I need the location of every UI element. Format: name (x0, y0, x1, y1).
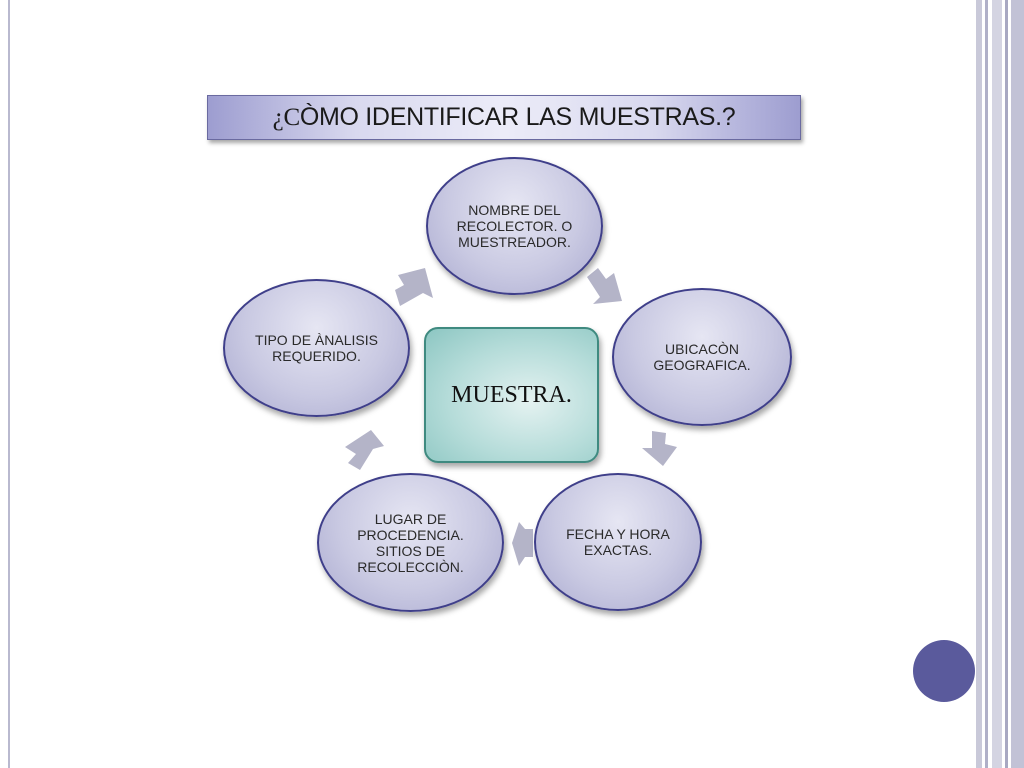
node-tipo-analisis: TIPO DE ÀNALISIS REQUERIDO. (223, 279, 410, 417)
stripe (985, 0, 988, 768)
title-banner: ¿CÒMO IDENTIFICAR LAS MUESTRAS.? (207, 95, 801, 140)
node-label: TIPO DE ÀNALISIS REQUERIDO. (255, 332, 378, 364)
arrow-top-to-right (587, 268, 622, 304)
decorative-circle (913, 640, 975, 702)
arrow-bottom-left-to-left (345, 430, 384, 470)
stripe (1011, 0, 1024, 768)
stripe (992, 0, 1002, 768)
right-decorative-stripes (976, 0, 1024, 768)
node-recolector: NOMBRE DEL RECOLECTOR. O MUESTREADOR. (426, 157, 603, 295)
arrow-left-to-top (395, 268, 433, 306)
arrow-right-to-bottom-right (642, 431, 677, 466)
stripe (1005, 0, 1008, 768)
node-lugar-procedencia: LUGAR DE PROCEDENCIA. SITIOS DE RECOLECC… (317, 473, 504, 612)
node-fecha-hora: FECHA Y HORA EXACTAS. (534, 473, 702, 611)
center-label: MUESTRA. (451, 381, 572, 408)
slide-title-prefix: ¿C (272, 104, 300, 131)
node-label: UBICACÒN GEOGRAFICA. (653, 341, 751, 373)
node-label: FECHA Y HORA EXACTAS. (566, 526, 670, 558)
node-ubicacion: UBICACÒN GEOGRAFICA. (612, 288, 792, 426)
stripe (976, 0, 982, 768)
slide-title: ¿CÒMO IDENTIFICAR LAS MUESTRAS.? (273, 103, 736, 132)
node-label: NOMBRE DEL RECOLECTOR. O MUESTREADOR. (456, 202, 573, 250)
slide-title-rest: ÒMO IDENTIFICAR LAS MUESTRAS.? (299, 103, 736, 131)
node-label: LUGAR DE PROCEDENCIA. SITIOS DE RECOLECC… (357, 510, 464, 575)
center-node-muestra: MUESTRA. (424, 327, 599, 463)
arrow-bottom-right-to-bottom-left (512, 522, 533, 566)
left-border-line (8, 0, 10, 768)
